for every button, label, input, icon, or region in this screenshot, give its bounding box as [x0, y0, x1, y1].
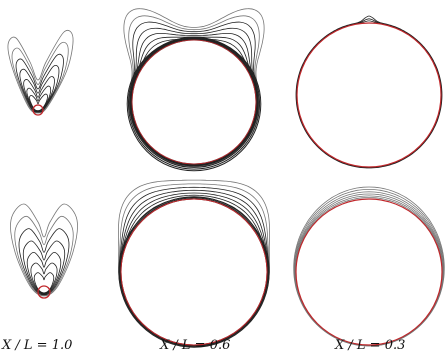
contour-line-a-6 — [29, 93, 48, 112]
contour-line-d-0 — [10, 203, 78, 297]
contour-line-d-4 — [26, 252, 62, 295]
contour-line-a-3 — [19, 64, 60, 113]
contour-line-d-6 — [33, 272, 55, 294]
wall-ring-b-0 — [131, 39, 257, 165]
contour-line-d-5 — [30, 262, 58, 294]
contour-line-d-3 — [22, 240, 66, 295]
wall-ring-e-2 — [118, 196, 270, 348]
caption-x-over-l-0-3: X / L = 0.3 — [335, 338, 406, 353]
contour-line-b-1 — [128, 15, 260, 167]
contour-line-a-2 — [15, 53, 64, 113]
circle-a — [32, 104, 44, 116]
caption-x-over-l-0-6: X / L = 0.6 — [160, 338, 231, 353]
contour-line-c-2 — [296, 20, 442, 168]
circle-f — [295, 198, 443, 346]
contour-line-d-2 — [18, 228, 70, 296]
wall-ring-e-1 — [119, 197, 269, 347]
contour-line-e-3 — [119, 189, 269, 347]
circle-b — [131, 39, 257, 165]
wall-ring-b-4 — [126, 36, 262, 172]
reference-circles — [32, 22, 443, 346]
contour-line-a-0 — [7, 29, 74, 114]
wall-ring-b-3 — [127, 37, 261, 170]
contour-line-e-4 — [119, 192, 269, 346]
contour-lines — [7, 8, 445, 348]
caption-x-over-l-1-0: X / L = 1.0 — [2, 338, 73, 353]
contour-line-a-1 — [11, 41, 69, 113]
wall-ring-b-2 — [129, 38, 259, 168]
circle-d — [37, 285, 51, 299]
contour-line-a-4 — [23, 76, 55, 112]
contour-line-d-1 — [14, 215, 74, 296]
circle-e — [120, 198, 268, 346]
wall-ring-b-1 — [130, 38, 258, 167]
contour-line-a-5 — [26, 85, 52, 112]
wall-ring-e-0 — [120, 198, 268, 346]
circle-c — [296, 22, 442, 168]
